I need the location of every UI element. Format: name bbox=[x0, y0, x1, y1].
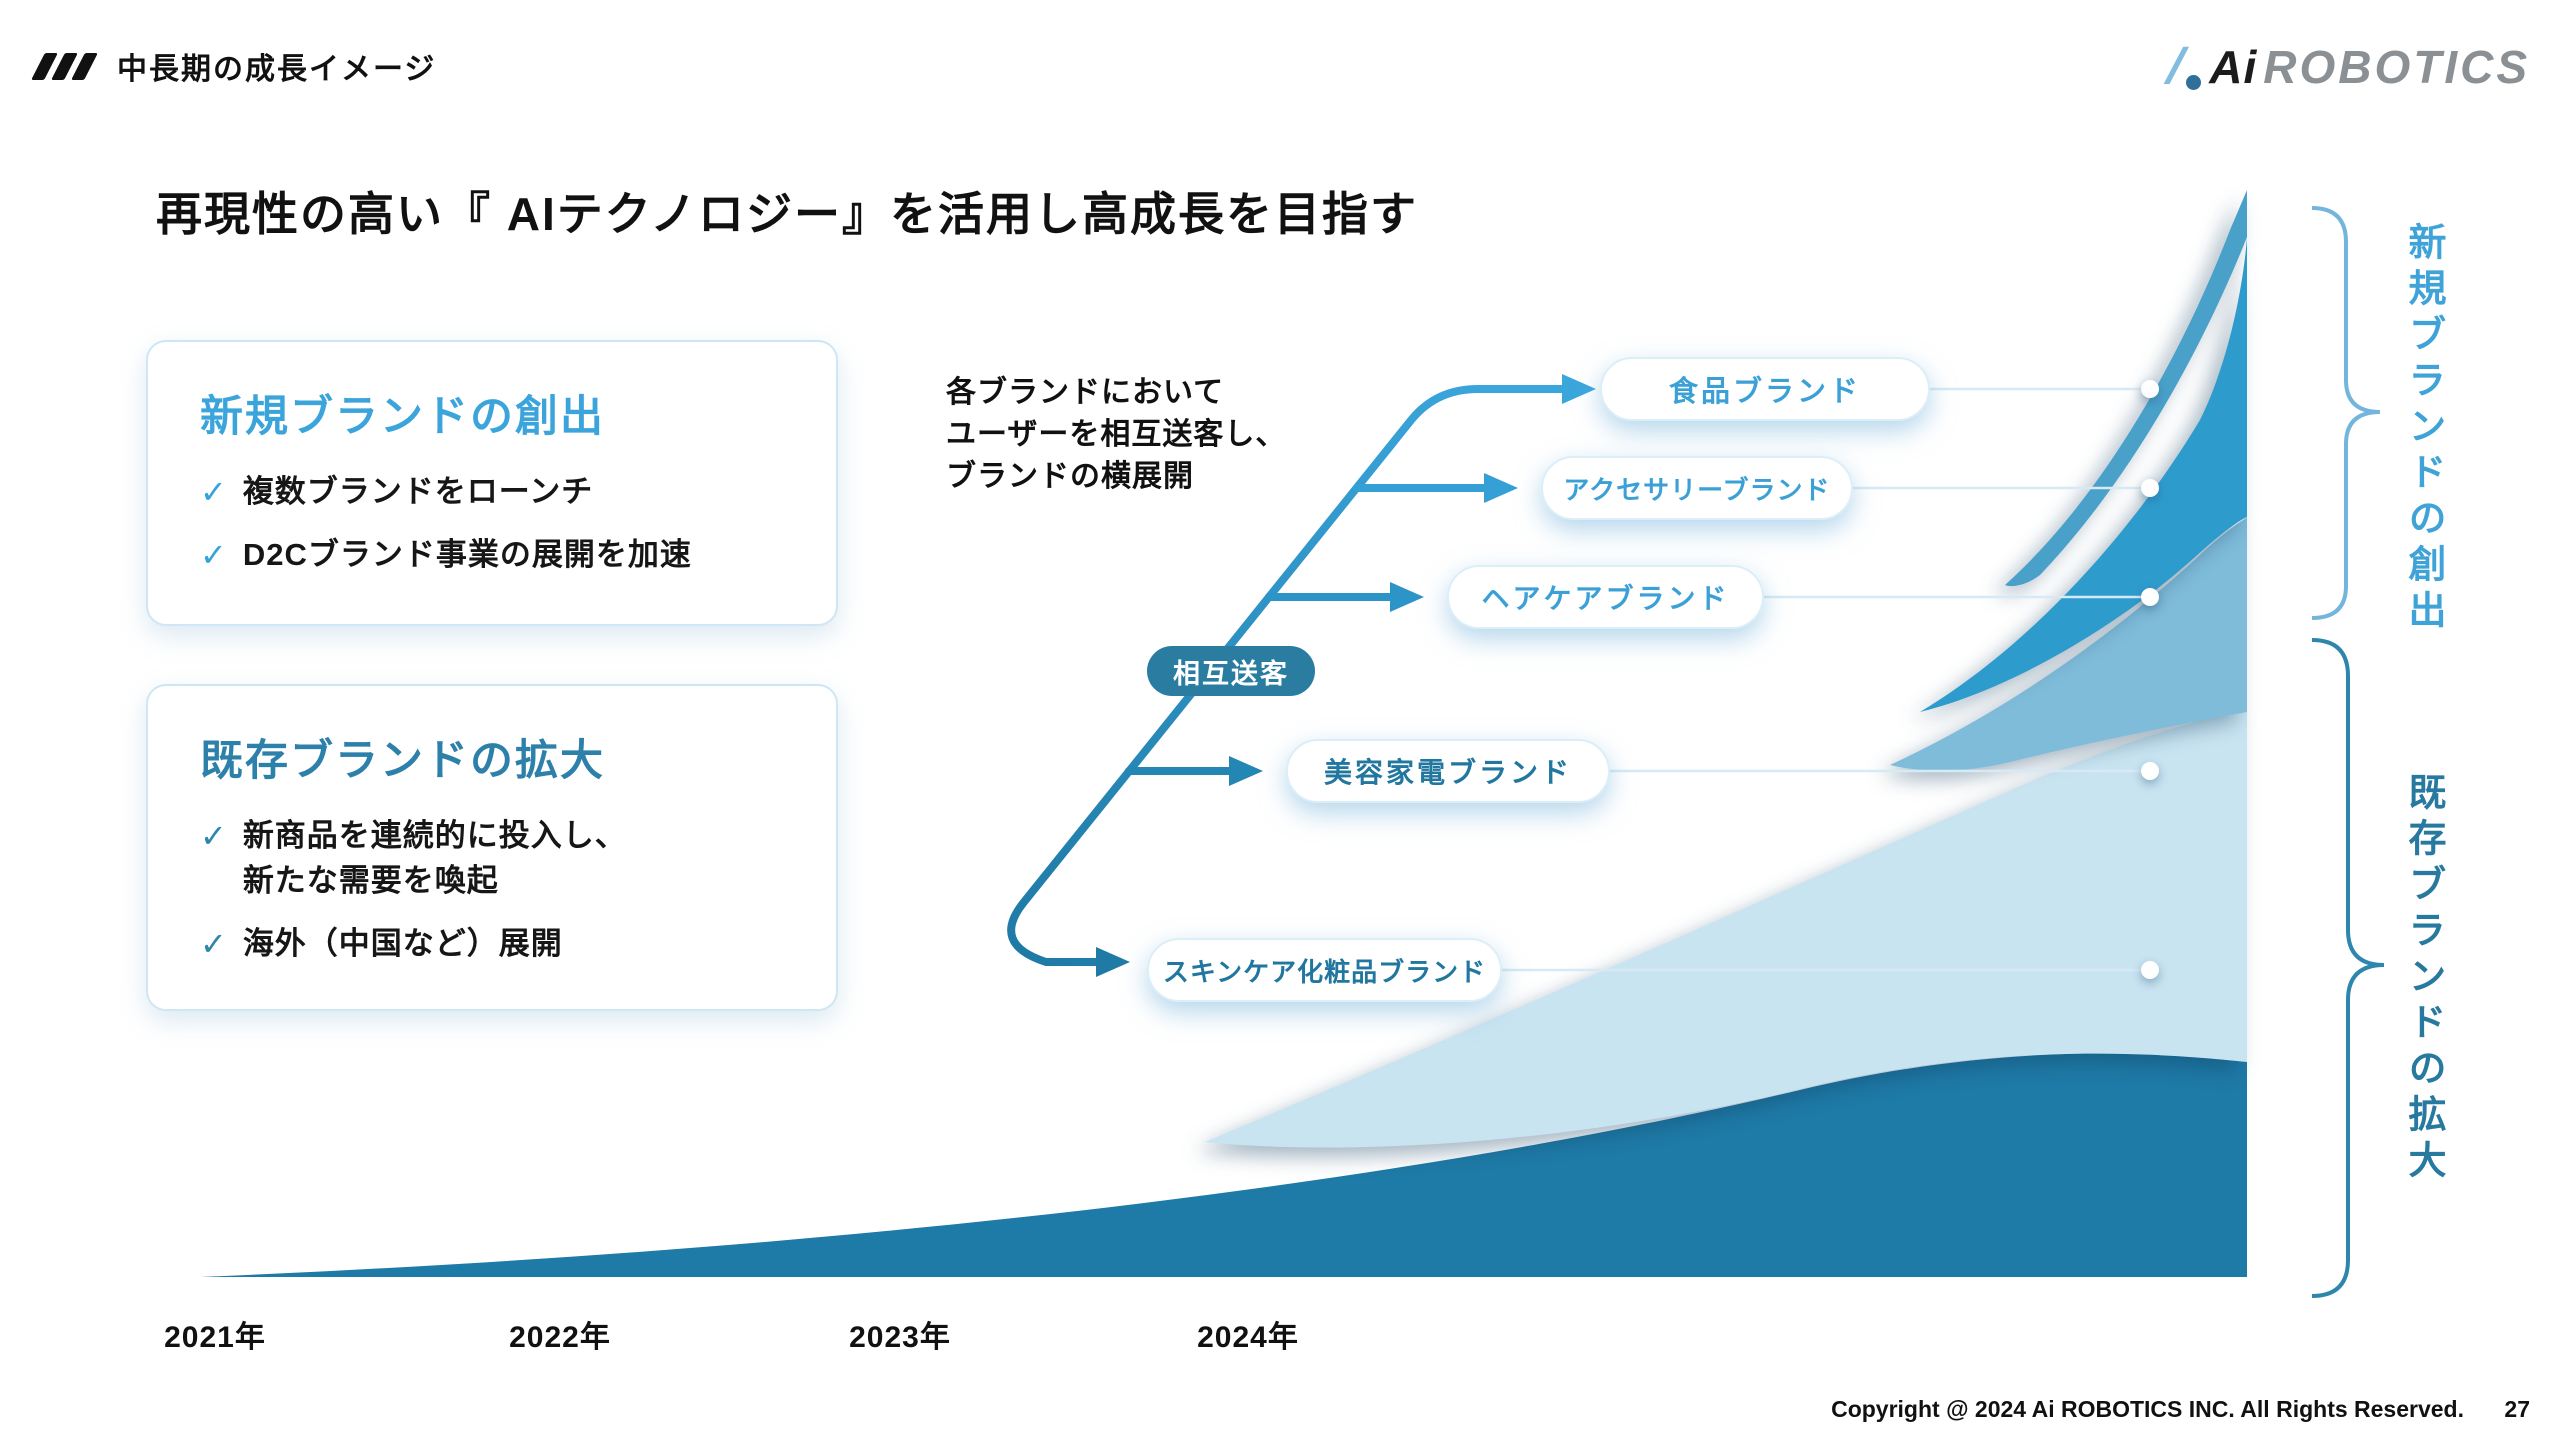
list-item: ✓ 海外（中国など）展開 bbox=[200, 922, 796, 967]
area-layer-skincare bbox=[200, 1053, 2247, 1277]
x-axis-label-2021: 2021年 bbox=[164, 1321, 266, 1354]
page-title: 再現性の高い『 AIテクノロジー』を活用し高成長を目指す bbox=[156, 188, 1419, 240]
brace-existing-brands bbox=[2311, 638, 2385, 1298]
list-item-text: 複数ブランドをローンチ bbox=[242, 474, 594, 509]
check-icon: ✓ bbox=[200, 536, 227, 573]
mutual-referral-badge: 相互送客 bbox=[1147, 646, 1315, 696]
side-label-existing-brands: 既存ブランドの拡大 bbox=[2402, 772, 2444, 1186]
list-item: ✓ D2Cブランド事業の展開を加速 bbox=[200, 533, 796, 578]
flow-note: 各ブランドにおいて ユーザーを相互送客し、 ブランドの横展開 bbox=[946, 376, 1287, 493]
x-axis-label-2024: 2024年 bbox=[1197, 1321, 1299, 1354]
logo-slash-icon: / bbox=[2164, 38, 2187, 94]
company-logo: / Ai ROBOTICS bbox=[2164, 38, 2530, 94]
section-title: 中長期の成長イメージ bbox=[117, 53, 437, 86]
pill-beauty-appliance-brand: 美容家電ブランド bbox=[1286, 739, 1610, 803]
logo-dot-icon bbox=[2186, 75, 2202, 90]
list-item-text: 海外（中国など）展開 bbox=[242, 925, 563, 961]
list-item: ✓ 新商品を連続的に投入し、 新たな需要を喚起 bbox=[200, 814, 796, 904]
flow-trunk-line bbox=[1007, 385, 1570, 966]
pill-haircare-brand: ヘアケアブランド bbox=[1447, 565, 1764, 629]
check-icon: ✓ bbox=[200, 925, 227, 962]
pill-food-brand: 食品ブランド bbox=[1600, 357, 1930, 421]
brace-new-brands bbox=[2311, 206, 2381, 620]
logo-text-robotics: ROBOTICS bbox=[2263, 41, 2530, 93]
check-icon: ✓ bbox=[200, 818, 227, 854]
list-item-text: D2Cブランド事業の展開を加速 bbox=[242, 536, 692, 572]
page-number: 27 bbox=[2504, 1396, 2530, 1422]
card-existing-brand-expansion: 既存ブランドの拡大 ✓ 新商品を連続的に投入し、 新たな需要を喚起 ✓ 海外（中… bbox=[146, 684, 838, 1011]
card-new-brand-creation: 新規ブランドの創出 ✓ 複数ブランドをローンチ ✓ D2Cブランド事業の展開を加… bbox=[146, 340, 838, 626]
area-layer-accessory bbox=[1920, 237, 2247, 712]
area-layer-beauty-appliance bbox=[1205, 710, 2247, 1148]
card-heading: 既存ブランドの拡大 bbox=[200, 737, 605, 785]
pill-accessory-brand: アクセサリーブランド bbox=[1541, 456, 1853, 520]
pill-connector-lines bbox=[1502, 387, 2150, 972]
card-heading: 新規ブランドの創出 bbox=[200, 393, 605, 441]
x-axis-label-2023: 2023年 bbox=[849, 1321, 951, 1354]
pill-skincare-brand: スキンケア化粧品ブランド bbox=[1147, 938, 1502, 1002]
slide-header: 中長期の成長イメージ bbox=[31, 44, 437, 88]
check-icon: ✓ bbox=[200, 474, 227, 510]
x-axis-label-2022: 2022年 bbox=[509, 1321, 611, 1354]
list-item-text: 新商品を連続的に投入し、 新たな需要を喚起 bbox=[242, 818, 627, 898]
logo-text-ai: Ai bbox=[2209, 41, 2258, 93]
copyright-text: Copyright @ 2024 Ai ROBOTICS INC. All Ri… bbox=[1831, 1396, 2464, 1422]
area-layer-haircare bbox=[1890, 517, 2247, 771]
flow-arrowheads bbox=[1096, 374, 1596, 977]
side-label-new-brands: 新規ブランドの創出 bbox=[2402, 222, 2444, 636]
layer-marker-dots bbox=[2141, 380, 2159, 979]
list-item: ✓ 複数ブランドをローンチ bbox=[200, 470, 796, 515]
flow-branch-lines bbox=[1125, 484, 1492, 775]
triple-slash-icon bbox=[31, 52, 98, 80]
